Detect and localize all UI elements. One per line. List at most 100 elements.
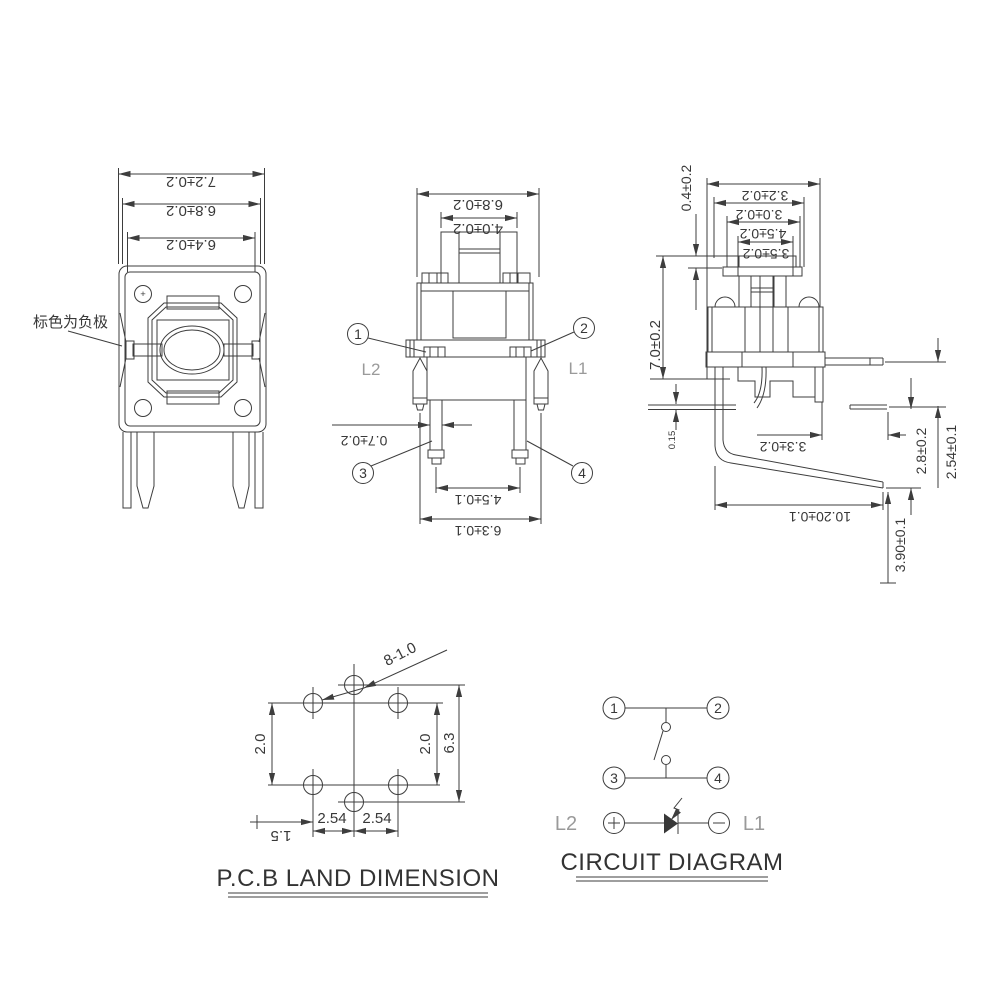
- body-center-window: [452, 290, 507, 339]
- terminal-4: 4: [714, 770, 722, 786]
- label-l1: L1: [569, 359, 588, 378]
- switch-lever: [653, 730, 664, 761]
- led-pin-horizontal: [849, 404, 887, 410]
- polarity-plus-mark: +: [140, 289, 146, 300]
- led-lead-left: [132, 343, 163, 357]
- button-outline: [440, 231, 518, 284]
- terminal-3: 3: [610, 770, 618, 786]
- flange: [705, 351, 826, 368]
- pin-tapered-left: [136, 432, 155, 509]
- dim-label-2: 3.0±0.2: [735, 207, 782, 223]
- callout-2-leader: [530, 331, 575, 352]
- extension-lines: [713, 197, 805, 267]
- hole-bottom-left: [303, 775, 323, 795]
- pin-3-tip: [431, 458, 442, 465]
- corner-hole-br: [234, 399, 252, 417]
- hole-crosshairs: [312, 684, 399, 803]
- switch-contact-bottom: [661, 755, 671, 765]
- dim-label-pin-pitch: 4.5±0.1: [454, 492, 501, 508]
- terminal-2: 2: [714, 700, 722, 716]
- pin-shoulder-right: [509, 346, 532, 358]
- dim-label-led-pitch: 6.3±0.1: [454, 523, 501, 539]
- dim-label-overall: 7.2±0.2: [166, 173, 216, 190]
- body-domes: [714, 296, 820, 308]
- front-view: 7.2±0.2 6.8±0.2 6.4±0.2 +: [33, 168, 267, 509]
- circuit-label-l2: L2: [555, 813, 577, 835]
- extension-lines: [419, 413, 542, 524]
- extension-lines: [122, 198, 261, 264]
- extension-lines: [714, 466, 884, 510]
- pin-3: [429, 400, 443, 450]
- dim-offset-label: 1.5: [271, 827, 292, 844]
- callout-1: 1: [354, 326, 362, 342]
- lower-body-profile: [737, 367, 816, 398]
- leg-outer-right: [254, 432, 264, 509]
- hole-bottom-center: [344, 792, 364, 812]
- center-view-body: [405, 231, 549, 465]
- standoff-reference-lines: [648, 404, 736, 410]
- callout-3: 3: [359, 465, 367, 481]
- actuator-plate: [722, 266, 803, 277]
- center-lead-curve: [753, 366, 767, 409]
- dim-label-r3: 3.90±0.1: [892, 518, 908, 573]
- pcb-land-title: P.C.B LAND DIMENSION: [217, 865, 500, 892]
- front-view-note: 标色为负极: [33, 314, 123, 347]
- circuit-switch: 1 2 3 4: [602, 696, 730, 790]
- hole-top-left: [303, 693, 323, 713]
- extension-lines: [416, 188, 540, 277]
- pcb-dimensions: 8-1.0 2.0 2.0 6.3 2.54 2.54 1.5: [250, 639, 465, 844]
- dim-row-right-label: 2.0: [417, 734, 434, 755]
- polarity-note: 标色为负极: [33, 314, 108, 331]
- lower-body-right-post: [814, 366, 824, 403]
- pin-4-tip: [515, 458, 526, 465]
- body-ear-right: [502, 272, 531, 283]
- pcb-holes: [303, 675, 408, 812]
- body-outline: [416, 282, 534, 341]
- side-view-body: [648, 255, 887, 489]
- switch-contact-top: [661, 722, 671, 732]
- callout-4: 4: [578, 465, 586, 481]
- actuator-column-right: [773, 275, 787, 308]
- led-lead-cap-right: [251, 340, 261, 360]
- callout-1-leader: [367, 337, 427, 353]
- pcb-centerlines: [268, 664, 443, 818]
- actuator-column-left: [738, 275, 752, 308]
- callout-circle-2: [573, 317, 595, 339]
- pin-4-collar: [511, 449, 529, 459]
- hole-bottom-right: [388, 775, 408, 795]
- pin-3-collar: [427, 449, 445, 459]
- plus-icon: [608, 817, 620, 829]
- body-inner-lines: [420, 283, 530, 340]
- side-view-dimensions-bottom: 0.15 3.3±0.2 10.20±0.1 2.54±0.1 2.8±0.2 …: [667, 338, 959, 584]
- callout-circle-3: [352, 462, 374, 484]
- corner-hole-tl: [134, 285, 152, 303]
- actuator-octagon-inner: [151, 306, 234, 394]
- hole-callout-leader-2: [321, 687, 365, 701]
- circuit-title-underline: [576, 876, 768, 882]
- extension-lines: [370, 684, 465, 803]
- terminal-1: 1: [610, 700, 618, 716]
- dim-pitch-right-label: 2.54: [362, 810, 391, 827]
- front-view-dimensions: 7.2±0.2 6.8±0.2 6.4±0.2: [118, 168, 265, 272]
- dim-label-button: 4.0±0.2: [453, 220, 503, 237]
- led-leg-right: [533, 356, 549, 411]
- center-view-callouts: 1 2 3 4 L2 L1: [347, 317, 595, 484]
- pin-tapered-right: [232, 432, 250, 509]
- extension-lines: [435, 467, 521, 493]
- dim-label-gap: 0.4±0.2: [678, 164, 694, 211]
- side-view: 3.2±0.2 3.0±0.2 4.5±0.2 3.5±0.2 0.4±0.2 …: [647, 164, 959, 584]
- extension-lines: [821, 402, 889, 440]
- callout-circle-4: [571, 462, 593, 484]
- bent-led-leg: [714, 367, 884, 489]
- hole-top-right: [388, 693, 408, 713]
- note-leader-line: [67, 330, 123, 347]
- circuit-title: CIRCUIT DIAGRAM: [560, 849, 783, 876]
- led-lens-inner: [163, 329, 221, 371]
- dim-span-label: 6.3: [441, 733, 458, 754]
- button-detail: [458, 232, 501, 283]
- dim-label-height: 7.0±0.2: [647, 320, 664, 370]
- dim-label-r2: 2.54±0.1: [943, 425, 959, 480]
- led-lead-right: [223, 343, 254, 357]
- dim-label-standoff: 0.15: [667, 431, 678, 450]
